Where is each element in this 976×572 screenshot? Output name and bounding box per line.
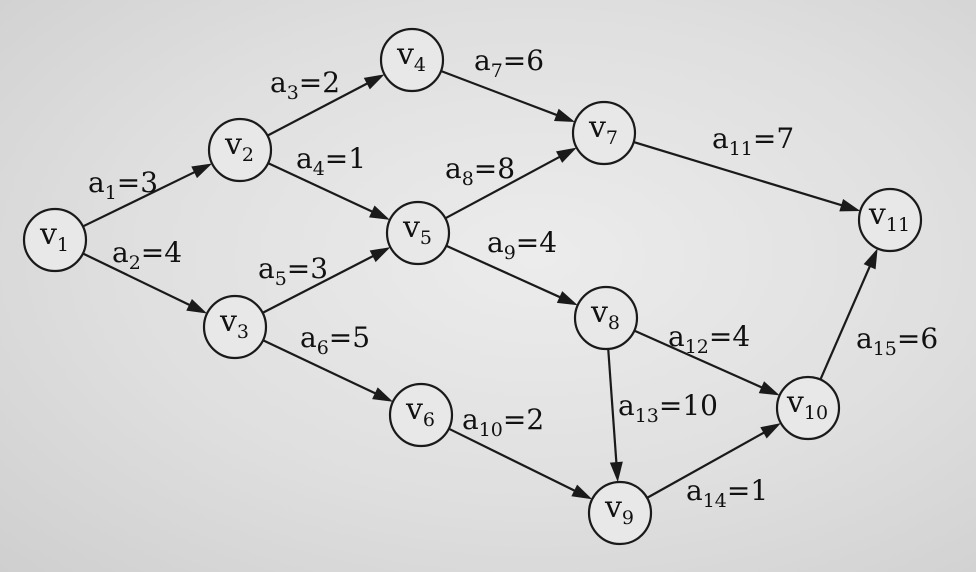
arrowhead-a13 [609, 461, 623, 483]
node-label-v6: v6 [405, 392, 435, 431]
edge-label-a6: a6=5 [300, 321, 370, 359]
edge-line-a10 [448, 427, 577, 493]
node-label-v3: v3 [219, 304, 249, 343]
edge-a9: a9=4 [445, 226, 578, 306]
node-label-v8: v8 [590, 295, 620, 334]
edge-a14: a14=1 [646, 423, 781, 512]
edge-line-a14 [646, 430, 766, 499]
node-label-v2: v2 [224, 127, 254, 166]
edges-layer: a1=3 a2=4 a3=2 a4=1 a5=3 a6=5 a7=6 a8=8 a9=4 a10=… [82, 44, 938, 512]
edge-line-a1 [82, 170, 197, 228]
node-v11: v11 [857, 187, 923, 253]
node-circle-v11 [857, 187, 923, 253]
edge-a8: a8=8 [444, 147, 577, 220]
edge-a5: a5=3 [258, 247, 391, 314]
node-label-v11: v11 [868, 197, 910, 236]
edge-a15: a15=6 [819, 248, 938, 381]
edge-line-a6 [262, 339, 378, 396]
edge-a13: a13=10 [607, 348, 718, 483]
node-circle-v10 [775, 375, 841, 441]
edge-label-a1: a1=3 [88, 166, 158, 204]
node-circle-v1 [22, 207, 88, 273]
arrowhead-a2 [186, 298, 208, 314]
edge-line-a12 [633, 329, 764, 390]
edge-line-a8 [444, 155, 562, 220]
node-label-v1: v1 [39, 217, 69, 256]
arrowhead-a1 [191, 163, 213, 179]
edge-label-a4: a4=1 [296, 142, 366, 180]
arrowhead-a6 [372, 387, 393, 402]
edge-line-a5 [262, 254, 375, 314]
arrowhead-a9 [556, 291, 578, 306]
node-label-v4: v4 [396, 37, 426, 76]
node-circle-v5 [385, 200, 451, 266]
edge-label-a11: a11=7 [712, 122, 794, 160]
nodes-layer: v1 v2 v3 v4 v5 v6 v7 v8 v9 v10 v11 [22, 27, 923, 546]
node-circle-v4 [379, 27, 445, 93]
edge-label-a3: a3=2 [270, 66, 340, 104]
edge-label-a5: a5=3 [258, 252, 328, 290]
node-v2: v2 [207, 117, 273, 183]
edge-a6: a6=5 [262, 321, 393, 402]
node-v1: v1 [22, 207, 88, 273]
node-circle-v9 [587, 480, 653, 546]
edge-line-a4 [267, 162, 375, 214]
node-v9: v9 [587, 480, 653, 546]
edge-a12: a12=4 [633, 320, 780, 396]
arrowhead-a10 [571, 484, 593, 500]
node-v8: v8 [573, 285, 639, 351]
arrowhead-a14 [760, 423, 781, 439]
edge-label-a7: a7=6 [474, 44, 544, 82]
arrowhead-a11 [839, 198, 861, 212]
edge-label-a15: a15=6 [856, 322, 938, 360]
node-v3: v3 [202, 294, 268, 360]
edge-line-a15 [819, 264, 872, 381]
edge-a4: a4=1 [267, 142, 390, 220]
arrowhead-a7 [554, 108, 576, 122]
arrowhead-a5 [369, 247, 391, 263]
node-circle-v2 [207, 117, 273, 183]
node-label-v5: v5 [402, 210, 432, 249]
node-label-v7: v7 [588, 110, 618, 149]
edge-line-a11 [633, 140, 844, 207]
node-circle-v3 [202, 294, 268, 360]
edge-line-a9 [445, 244, 562, 299]
node-circle-v8 [573, 285, 639, 351]
edge-a2: a2=4 [82, 236, 208, 314]
edge-label-a8: a8=8 [445, 152, 515, 190]
arrowhead-a12 [758, 381, 780, 396]
edge-a11: a11=7 [633, 122, 861, 212]
arrowhead-a8 [556, 147, 577, 163]
arrowhead-a3 [363, 74, 385, 90]
node-v7: v7 [571, 100, 637, 166]
edge-label-a14: a14=1 [686, 474, 768, 512]
node-label-v10: v10 [786, 385, 828, 424]
edge-line-a13 [607, 348, 618, 465]
edge-a3: a3=2 [266, 66, 385, 137]
node-circle-v6 [388, 382, 454, 448]
edge-a7: a7=6 [440, 44, 576, 122]
edge-line-a3 [266, 81, 370, 137]
arrowhead-a15 [863, 248, 878, 270]
node-v5: v5 [385, 200, 451, 266]
node-label-v9: v9 [604, 490, 634, 529]
edge-line-a7 [440, 69, 559, 117]
edge-label-a13: a13=10 [618, 389, 718, 427]
edge-line-a2 [82, 252, 192, 307]
edge-a10: a10=2 [448, 403, 593, 500]
edge-label-a12: a12=4 [668, 320, 750, 358]
arrowhead-a4 [369, 205, 390, 220]
edge-label-a10: a10=2 [462, 403, 544, 441]
node-v6: v6 [388, 382, 454, 448]
node-v10: v10 [775, 375, 841, 441]
edge-label-a9: a9=4 [487, 226, 557, 264]
edge-a1: a1=3 [82, 163, 213, 228]
node-v4: v4 [379, 27, 445, 93]
edge-label-a2: a2=4 [112, 236, 182, 274]
node-circle-v7 [571, 100, 637, 166]
